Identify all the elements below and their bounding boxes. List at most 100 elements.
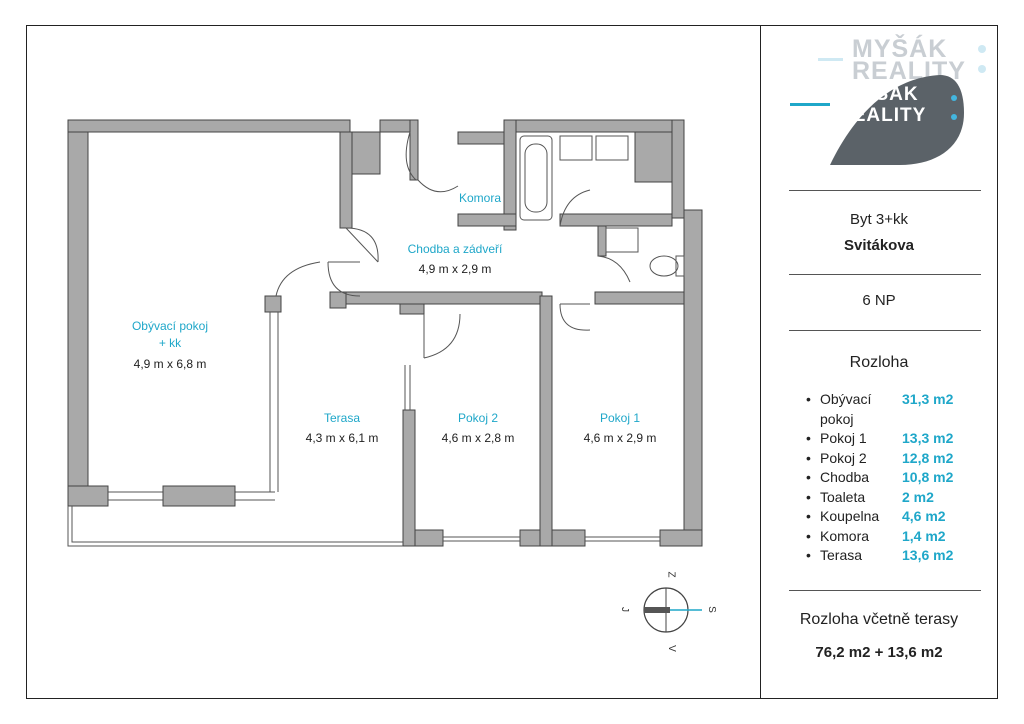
compass-north-label: Z xyxy=(665,571,677,578)
area-value: 13,6 m2 xyxy=(902,547,954,563)
wall-r2-west xyxy=(402,409,416,547)
wall-east-upper xyxy=(671,119,685,219)
wall-north-living xyxy=(67,119,351,133)
logo-line1: MYŠÁK xyxy=(845,84,919,105)
total-heading: Rozloha včetně terasy xyxy=(799,611,959,628)
area-name: Koupelna xyxy=(820,508,880,524)
window-south-r2 xyxy=(443,536,520,542)
area-item-hallway: • Chodba 10,8 m2 xyxy=(806,468,986,488)
door-pantry xyxy=(417,179,459,193)
toilet-tank xyxy=(675,255,685,277)
room-label-hallway: Chodba a zádveří 4,9 m x 2,9 m xyxy=(408,241,503,278)
room-name-living-2: + kk xyxy=(158,336,182,350)
area-value: 1,4 m2 xyxy=(902,527,946,544)
area-item-room1: • Pokoj 1 13,3 m2 xyxy=(806,429,986,449)
area-name: Terasa xyxy=(820,547,863,563)
panel-divider xyxy=(760,25,761,699)
area-name: Pokoj 1 xyxy=(820,430,867,446)
area-name: Komora xyxy=(820,527,870,544)
room-dims-room1: 4,6 m x 2,9 m xyxy=(583,431,657,445)
wall-south-r1 xyxy=(659,529,703,547)
bathtub-inner xyxy=(524,143,548,213)
total-value: 76,2 m2 + 13,6 m2 xyxy=(815,644,943,661)
wall-north-right xyxy=(503,119,685,133)
flat-type: Byt 3+kk xyxy=(850,211,908,228)
compass-icon xyxy=(643,587,702,633)
area-item-toilet: • Toaleta 2 m2 xyxy=(806,488,986,508)
area-value: 13,3 m2 xyxy=(902,430,954,446)
door-r1 xyxy=(559,303,591,331)
floor-number: 6 NP xyxy=(862,292,896,309)
area-name: Obývací pokoj xyxy=(820,391,872,427)
sink-1 xyxy=(559,135,593,161)
company-logo: MYŠÁK REALITY MYŠÁK REALITY xyxy=(790,35,990,170)
wall-wc-west xyxy=(597,225,607,257)
column-living xyxy=(264,295,282,313)
street-name: Svitákova xyxy=(843,237,915,254)
wall-pantry-south xyxy=(457,213,517,227)
area-item-room2: • Pokoj 2 12,8 m2 xyxy=(806,449,986,469)
area-list: • Obývací pokoj 31,3 m2 • Pokoj 1 13,3 m… xyxy=(806,390,986,566)
room-name-room1: Pokoj 1 xyxy=(599,411,641,425)
area-value: 12,8 m2 xyxy=(902,449,954,466)
compass-south-label: V xyxy=(665,645,677,652)
wall-pantry-west xyxy=(409,119,419,181)
compass: Z V S J xyxy=(610,565,740,665)
room-name-pantry: Komora xyxy=(458,191,502,205)
wall-hall-south-b xyxy=(594,291,685,305)
shaft-2 xyxy=(634,131,673,183)
room-dims-terrace: 4,3 m x 6,1 m xyxy=(305,431,379,445)
area-value: 10,8 m2 xyxy=(902,469,954,485)
logo-ghost-dot-2 xyxy=(978,65,986,73)
window-terrace xyxy=(269,312,279,492)
separator-1 xyxy=(789,190,981,191)
wall-r2-r1 xyxy=(539,295,553,547)
separator-3 xyxy=(789,330,981,331)
logo-ghost-bar xyxy=(818,58,843,61)
room-dims-hallway: 4,9 m x 2,9 m xyxy=(418,262,492,276)
wall-west xyxy=(67,119,89,507)
separator-2 xyxy=(789,274,981,275)
floor-plan xyxy=(67,119,703,547)
room-label-room2: Pokoj 2 4,6 m x 2,8 m xyxy=(442,410,515,447)
window-r2-west xyxy=(404,365,411,410)
wall-bath-south xyxy=(559,213,673,227)
bullet-icon: • xyxy=(806,527,811,544)
area-name: Chodba xyxy=(820,469,870,485)
door-r2 xyxy=(423,313,461,359)
area-item-terrace: • Terasa 13,6 m2 xyxy=(806,546,986,566)
page-frame xyxy=(26,25,998,699)
door-terrace xyxy=(275,261,321,297)
bullet-icon: • xyxy=(806,391,811,407)
door-living-b xyxy=(327,261,361,297)
door-wc xyxy=(597,255,631,283)
logo-dot-2 xyxy=(951,114,957,120)
window-south-r1 xyxy=(585,536,660,542)
compass-east-label: S xyxy=(705,606,717,613)
room-dims-room2: 4,6 m x 2,8 m xyxy=(441,431,515,445)
door-entry xyxy=(405,131,417,181)
logo-drop-shape xyxy=(830,75,964,165)
shaft-1 xyxy=(349,131,381,175)
wall-hall-south-a xyxy=(345,291,543,305)
toilet xyxy=(649,255,679,277)
logo-bar xyxy=(790,103,830,106)
wc-sink xyxy=(605,227,639,253)
logo-line2: REALITY xyxy=(838,105,927,126)
wall-north-mid xyxy=(379,119,411,133)
area-value: 4,6 m2 xyxy=(902,508,946,524)
bullet-icon: • xyxy=(806,508,811,524)
bullet-icon: • xyxy=(806,469,811,485)
bullet-icon: • xyxy=(806,488,811,505)
room-name-room2: Pokoj 2 xyxy=(457,411,499,425)
wall-pantry-north xyxy=(457,131,505,145)
wall-pantry-east xyxy=(503,119,517,231)
room-name-living: Obývací pokoj xyxy=(131,319,209,333)
bullet-icon: • xyxy=(806,430,811,446)
wall-south-living xyxy=(67,485,109,507)
bathtub xyxy=(519,135,553,221)
area-item-living: • Obývací pokoj 31,3 m2 xyxy=(806,390,986,429)
terrace-railing xyxy=(67,506,403,547)
room-dims-living: 4,9 m x 6,8 m xyxy=(133,357,207,371)
window-frame-living xyxy=(162,485,236,507)
